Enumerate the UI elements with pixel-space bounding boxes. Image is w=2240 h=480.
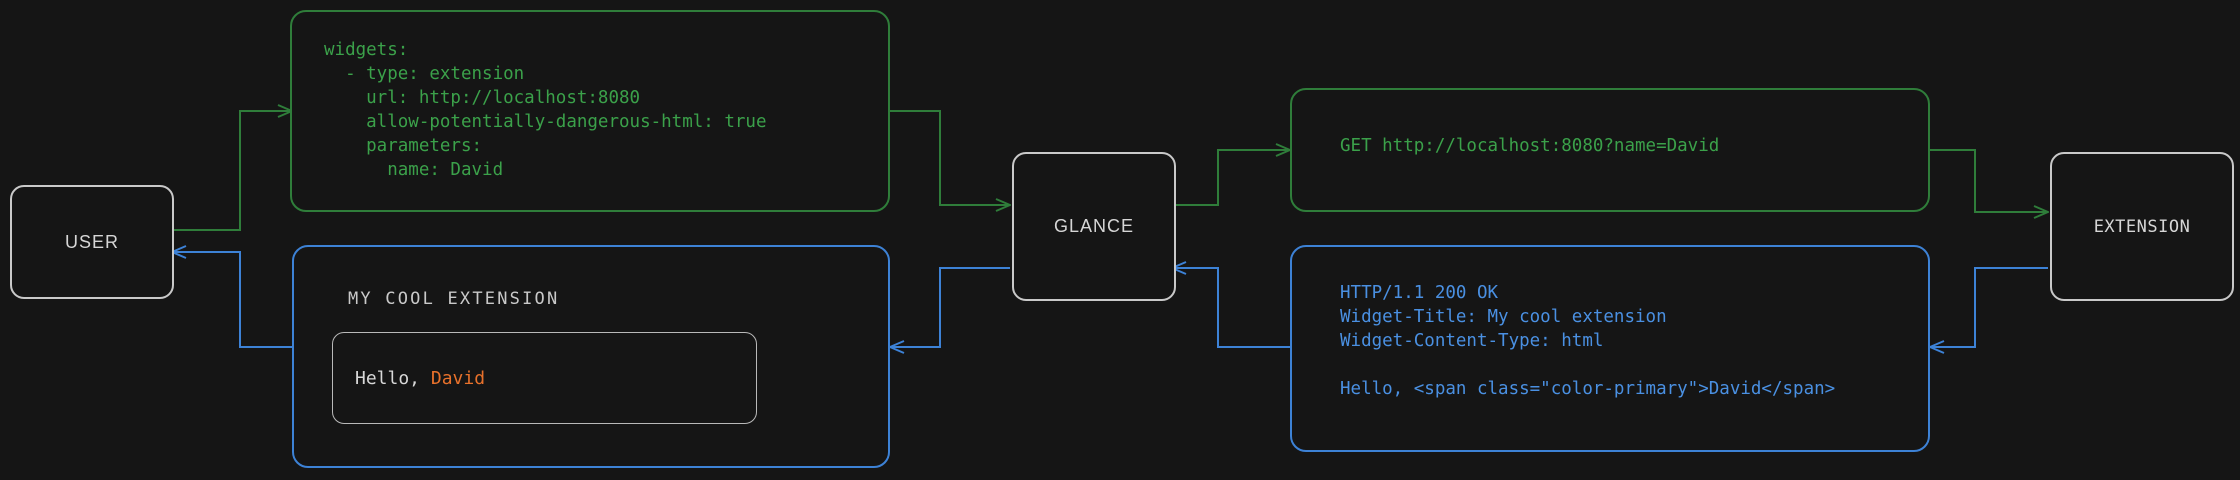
edge-glance-to-widget — [890, 267, 1010, 347]
widget-greeting: Hello, — [355, 367, 431, 389]
widget-card: MY COOL EXTENSION Hello, David — [292, 245, 890, 468]
node-extension[interactable]: EXTENSION — [2050, 152, 2234, 301]
config-card-text: widgets: - type: extension url: http://l… — [324, 40, 767, 180]
response-card: HTTP/1.1 200 OK Widget-Title: My cool ex… — [1290, 245, 1930, 452]
widget-card-title: MY COOL EXTENSION — [348, 289, 560, 309]
edge-request-to-extension — [1930, 149, 2048, 212]
edge-user-to-config — [172, 111, 292, 231]
edge-config-to-glance — [890, 110, 1010, 205]
node-user[interactable]: USER — [10, 185, 174, 299]
node-glance[interactable]: GLANCE — [1012, 152, 1176, 301]
request-card-text: GET http://localhost:8080?name=David — [1340, 136, 1720, 156]
request-card: GET http://localhost:8080?name=David — [1290, 88, 1930, 212]
edge-widget-to-user — [172, 252, 292, 348]
config-card: widgets: - type: extension url: http://l… — [290, 10, 890, 212]
node-glance-label: GLANCE — [1053, 216, 1135, 236]
widget-card-body: Hello, David — [332, 332, 757, 424]
edge-glance-to-request — [1172, 150, 1290, 206]
widget-name-accent: David — [430, 367, 486, 389]
edge-response-to-glance — [1172, 268, 1290, 348]
node-user-label: USER — [64, 231, 119, 252]
widget-card-body-text: Hello, David — [333, 368, 485, 389]
edge-extension-to-response — [1930, 267, 2048, 347]
response-card-text: HTTP/1.1 200 OK Widget-Title: My cool ex… — [1340, 283, 1836, 399]
node-extension-label: EXTENSION — [2093, 216, 2191, 237]
